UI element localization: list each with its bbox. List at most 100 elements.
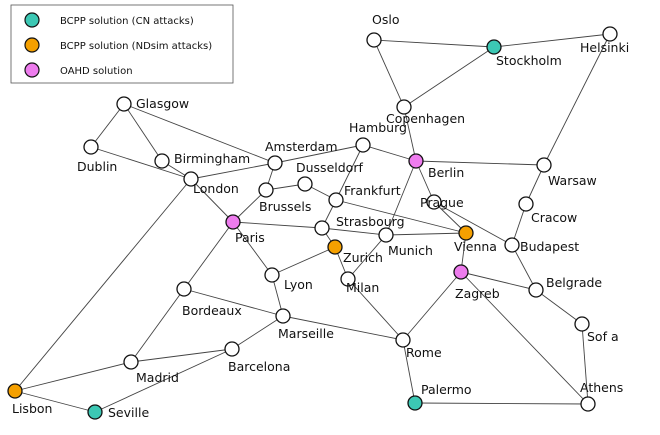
edge-marseille-barcelona [231,315,284,350]
node-circle-athens [580,396,596,412]
node-label-dublin: Dublin [77,159,117,174]
node-label-cracow: Cracow [531,210,577,225]
node-vienna: Vienna [454,225,497,254]
edge-budapest-belgrade [511,244,537,291]
node-circle-palermo [407,395,423,411]
node-circle-zurich [327,239,343,255]
node-label-prague: Prague [420,195,464,210]
node-london: London [183,171,239,196]
node-label-strasbourg: Strasbourg [336,214,405,229]
node-seville: Seville [87,404,149,420]
node-circle-belgrade [528,282,544,298]
node-label-brussels: Brussels [259,199,311,214]
legend-swatch-cn [24,12,40,28]
node-label-lisbon: Lisbon [12,401,52,416]
node-label-dusseldorf: Dusseldorf [296,160,363,175]
edge-zagreb-rome [402,271,462,341]
node-circle-prague [426,194,442,210]
edge-oslo-copenhagen [373,39,405,108]
node-munich: Munich [378,227,433,258]
edge-zagreb-athens [460,271,589,405]
node-circle-strasbourg [314,220,330,236]
node-circle-milan [340,271,356,287]
node-barcelona: Barcelona [224,341,290,374]
legend-swatch-ndsim [24,37,40,53]
node-circle-glasgow [116,96,132,112]
node-frankfurt: Frankfurt [328,183,401,208]
node-marseille: Marseille [275,308,334,341]
node-circle-cracow [518,196,534,212]
node-circle-bordeaux [176,281,192,297]
node-circle-oslo [366,32,382,48]
node-madrid: Madrid [123,354,179,385]
node-sofia: Sof a [574,316,619,344]
node-label-amsterdam: Amsterdam [265,139,338,154]
node-label-madrid: Madrid [136,370,179,385]
node-label-hamburg: Hamburg [349,120,407,135]
edge-stockholm-helsinki [493,33,611,48]
node-circle-madrid [123,354,139,370]
node-label-stockholm: Stockholm [496,53,562,68]
node-label-vienna: Vienna [454,239,497,254]
edge-glasgow-dublin [90,103,125,148]
node-label-seville: Seville [108,405,149,420]
edge-copenhagen-berlin [403,106,417,162]
node-hamburg: Hamburg [349,120,407,153]
node-label-glasgow: Glasgow [136,96,189,111]
node-label-munich: Munich [388,243,433,258]
node-circle-lyon [264,267,280,283]
node-prague: Prague [420,194,464,210]
node-lyon: Lyon [264,267,313,292]
edge-paris-lyon [232,221,273,276]
node-label-london: London [193,181,239,196]
node-label-milan: Milan [346,280,379,295]
edge-frankfurt-vienna [335,199,467,234]
nodes-layer: OsloStockholmHelsinkiCopenhagenGlasgowDu… [7,12,629,420]
node-label-bordeaux: Bordeaux [182,303,242,318]
legend-box [10,4,234,84]
node-brussels: Brussels [258,182,311,214]
node-circle-birmingham [154,153,170,169]
node-label-oslo: Oslo [372,12,399,27]
edge-strasbourg-munich [321,227,387,236]
edge-palermo-athens [414,402,589,405]
node-label-barcelona: Barcelona [228,359,290,374]
node-circle-rome [395,332,411,348]
legend-label-cn: BCPP solution (CN attacks) [60,16,194,27]
edge-barcelona-seville [94,348,233,413]
node-label-copenhagen: Copenhagen [386,111,465,126]
legend: BCPP solution (CN attacks) BCPP solution… [10,4,234,84]
node-circle-berlin [408,153,424,169]
edge-hamburg-berlin [362,144,417,162]
node-oslo: Oslo [366,12,399,48]
node-stockholm: Stockholm [486,39,562,68]
node-paris: Paris [225,214,265,245]
node-circle-seville [87,404,103,420]
node-amsterdam: Amsterdam [265,139,338,171]
edge-madrid-lisbon [14,361,132,392]
node-bordeaux: Bordeaux [176,281,242,318]
node-label-berlin: Berlin [428,165,464,180]
node-circle-copenhagen [396,99,412,115]
node-circle-zagreb [453,264,469,280]
node-strasbourg: Strasbourg [314,214,405,236]
edge-paris-strasbourg [232,221,323,229]
node-circle-paris [225,214,241,230]
node-label-lyon: Lyon [284,277,313,292]
node-circle-barcelona [224,341,240,357]
node-label-palermo: Palermo [421,382,472,397]
node-birmingham: Birmingham [154,151,250,169]
edge-oslo-stockholm [373,39,495,48]
edge-zagreb-belgrade [460,271,537,291]
edge-belgrade-sofia [535,289,583,325]
node-label-birmingham: Birmingham [174,151,250,166]
edge-bordeaux-madrid [130,288,185,363]
edge-milan-rome [347,278,404,341]
node-label-marseille: Marseille [278,326,334,341]
edge-london-amsterdam [190,162,276,180]
edge-bordeaux-marseille [183,288,284,317]
edge-munich-milan [347,234,387,280]
node-circle-warsaw [536,157,552,173]
